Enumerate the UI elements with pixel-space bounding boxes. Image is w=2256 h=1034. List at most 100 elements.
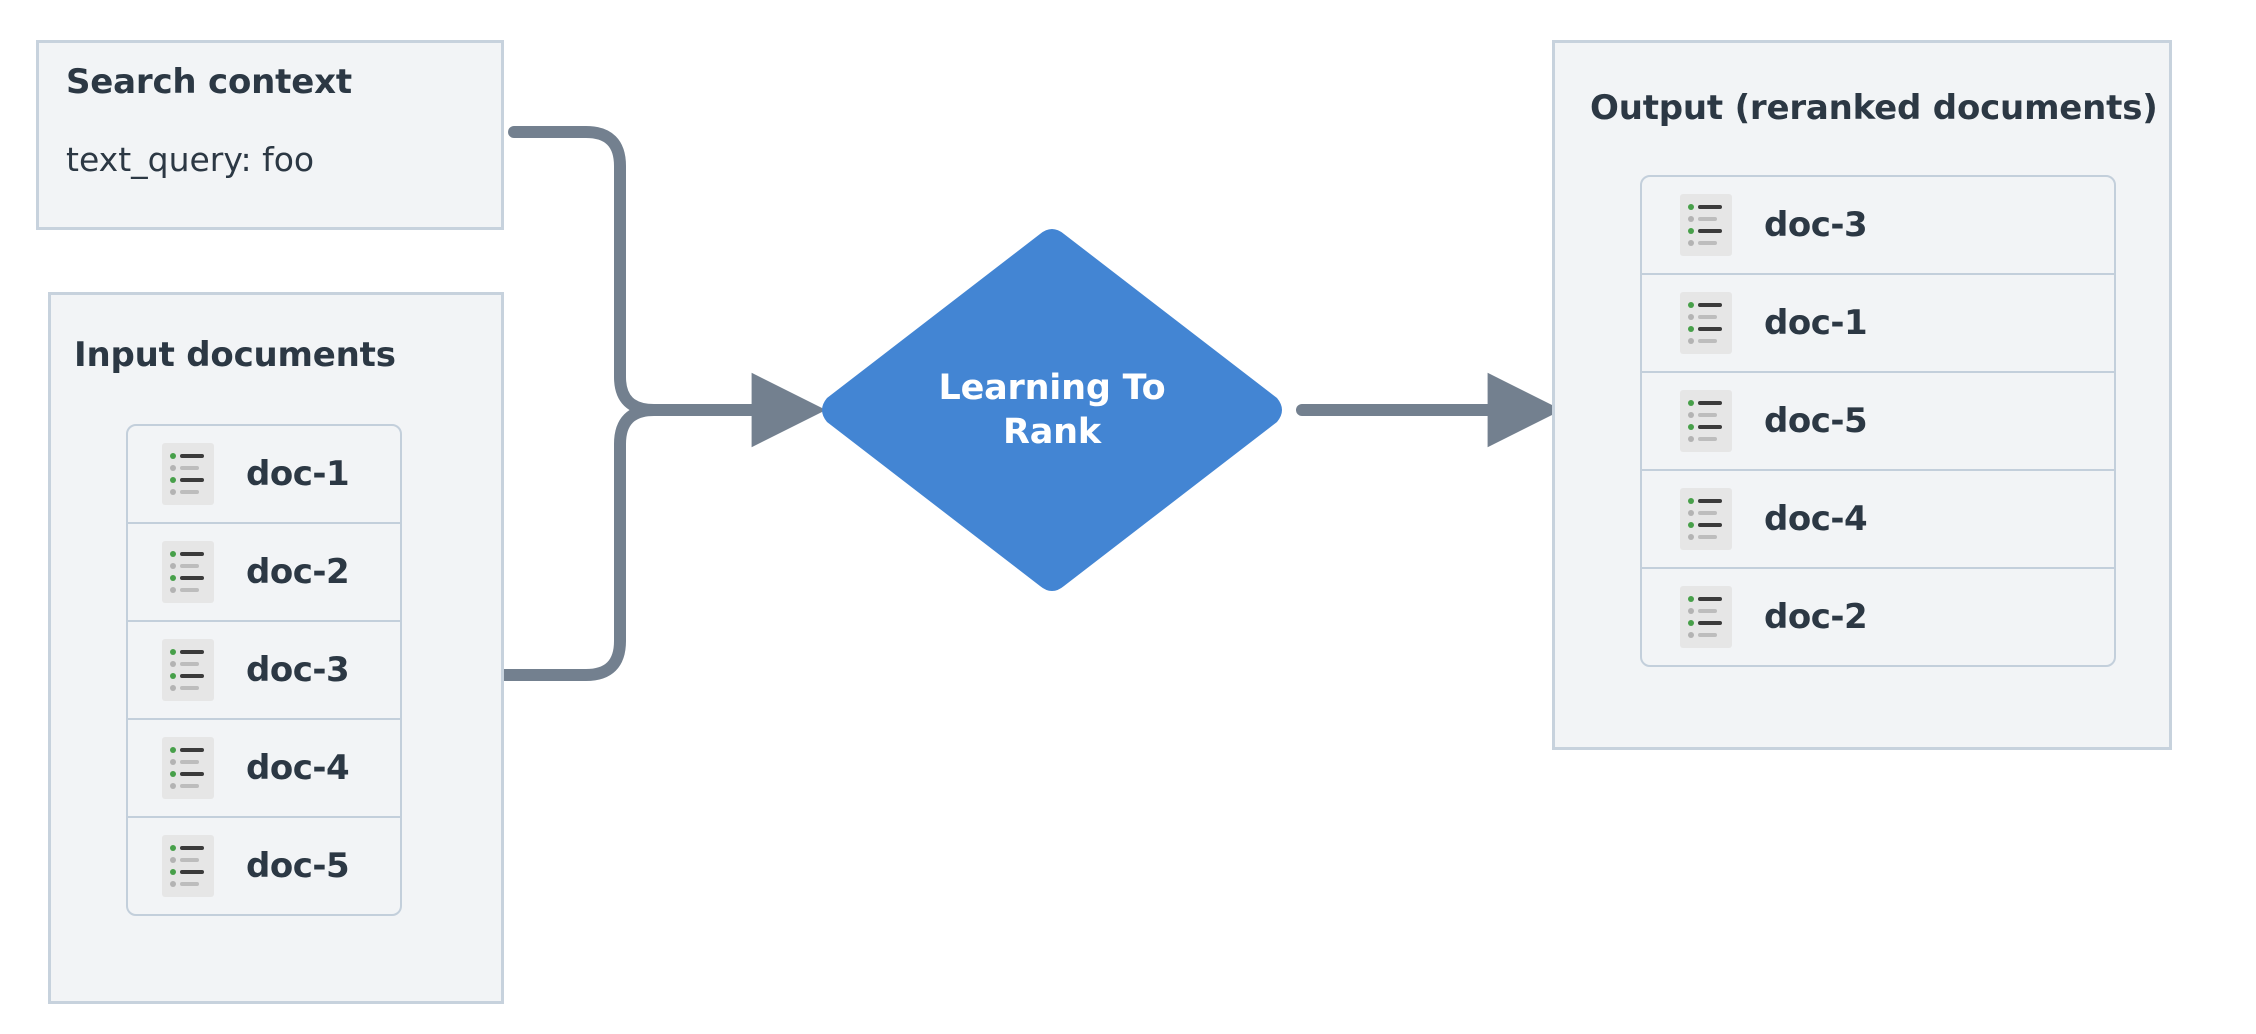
document-list-icon-bullet: [1688, 240, 1694, 246]
document-list-icon-bar: [180, 478, 204, 482]
document-list-icon-bar: [1698, 523, 1722, 527]
document-list-icon-bar: [1698, 499, 1722, 503]
document-list-icon-bar: [180, 674, 204, 678]
document-list-icon-row: [1688, 608, 1724, 614]
document-list-icon-row: [1688, 204, 1724, 210]
input-document-label: doc-1: [246, 454, 350, 494]
document-list-icon-bullet: [1688, 412, 1694, 418]
input-document-row[interactable]: doc-5: [126, 816, 402, 916]
document-list-icon: [1680, 390, 1732, 452]
document-list-icon-bar: [180, 870, 204, 874]
document-list-icon-row: [1688, 510, 1724, 516]
document-list-icon-bullet: [170, 673, 176, 679]
input-documents-title: Input documents: [74, 335, 396, 375]
document-list-icon-row: [1688, 498, 1724, 504]
output-document-row[interactable]: doc-3: [1640, 175, 2116, 275]
document-list-icon-row: [170, 747, 206, 753]
document-list-icon-row: [170, 857, 206, 863]
document-list-icon-row: [170, 477, 206, 483]
input-documents-list: doc-1 doc-2 doc-3 doc-4 doc-5: [126, 424, 402, 916]
input-document-row[interactable]: doc-3: [126, 620, 402, 720]
input-document-label: doc-3: [246, 650, 350, 690]
input-document-row[interactable]: doc-4: [126, 718, 402, 818]
document-list-icon-row: [1688, 424, 1724, 430]
document-list-icon-bullet: [170, 661, 176, 667]
document-list-icon-bar: [1698, 205, 1722, 209]
document-list-icon-bullet: [1688, 216, 1694, 222]
document-list-icon-bullet: [1688, 510, 1694, 516]
output-document-row[interactable]: doc-2: [1640, 567, 2116, 667]
input-document-row[interactable]: doc-1: [126, 424, 402, 524]
document-list-icon-bar: [1698, 229, 1722, 233]
document-list-icon-bullet: [1688, 338, 1694, 344]
document-list-icon-bar: [1698, 217, 1717, 221]
output-panel-title: Output (reranked documents): [1590, 88, 2158, 128]
document-list-icon-row: [170, 575, 206, 581]
document-list-icon-row: [1688, 522, 1724, 528]
document-list-icon-bullet: [1688, 596, 1694, 602]
document-list-icon: [162, 443, 214, 505]
document-list-icon-bar: [1698, 511, 1717, 515]
document-list-icon-bar: [180, 662, 199, 666]
document-list-icon-row: [170, 869, 206, 875]
document-list-icon-bar: [180, 588, 199, 592]
document-list-icon-bullet: [170, 783, 176, 789]
document-list-icon-row: [1688, 216, 1724, 222]
document-list-icon-bullet: [1688, 436, 1694, 442]
input-document-row[interactable]: doc-2: [126, 522, 402, 622]
output-document-row[interactable]: doc-1: [1640, 273, 2116, 373]
document-list-icon-row: [170, 685, 206, 691]
output-document-row[interactable]: doc-4: [1640, 469, 2116, 569]
output-document-row[interactable]: doc-5: [1640, 371, 2116, 471]
document-list-icon-bullet: [170, 465, 176, 471]
document-list-icon-row: [1688, 240, 1724, 246]
document-list-icon-bar: [1698, 327, 1722, 331]
document-list-icon-bar: [180, 882, 199, 886]
document-list-icon-bar: [180, 784, 199, 788]
document-list-icon-bar: [180, 454, 204, 458]
document-list-icon-bullet: [170, 869, 176, 875]
document-list-icon: [162, 639, 214, 701]
document-list-icon-bar: [1698, 597, 1722, 601]
process-node-learning-to-rank[interactable]: Learning To Rank: [817, 224, 1287, 596]
document-list-icon: [162, 541, 214, 603]
document-list-icon-bullet: [170, 477, 176, 483]
document-list-icon-bullet: [1688, 314, 1694, 320]
document-list-icon-bar: [1698, 425, 1722, 429]
document-list-icon-row: [1688, 534, 1724, 540]
document-list-icon-bullet: [170, 649, 176, 655]
document-list-icon-bar: [180, 466, 199, 470]
document-list-icon-row: [170, 881, 206, 887]
document-list-icon-bullet: [1688, 326, 1694, 332]
document-list-icon-row: [1688, 326, 1724, 332]
document-list-icon-row: [1688, 314, 1724, 320]
document-list-icon: [1680, 488, 1732, 550]
document-list-icon-bullet: [170, 587, 176, 593]
search-context-title: Search context: [66, 62, 352, 102]
output-document-label: doc-4: [1764, 499, 1868, 539]
document-list-icon: [162, 835, 214, 897]
document-list-icon-bullet: [170, 845, 176, 851]
output-document-label: doc-1: [1764, 303, 1868, 343]
output-documents-list: doc-3 doc-1 doc-5 doc-4 doc-2: [1640, 175, 2116, 667]
document-list-icon-bullet: [1688, 632, 1694, 638]
document-list-icon-bullet: [170, 747, 176, 753]
connector-search-context-to-node: [508, 126, 786, 416]
input-document-label: doc-5: [246, 846, 350, 886]
document-list-icon-bullet: [170, 685, 176, 691]
document-list-icon-row: [170, 587, 206, 593]
document-list-icon-bullet: [170, 759, 176, 765]
document-list-icon: [1680, 586, 1732, 648]
document-list-icon-row: [170, 563, 206, 569]
document-list-icon-row: [1688, 436, 1724, 442]
input-document-label: doc-2: [246, 552, 350, 592]
document-list-icon-bar: [1698, 303, 1722, 307]
document-list-icon-bar: [1698, 621, 1722, 625]
document-list-icon-row: [170, 489, 206, 495]
document-list-icon-bullet: [1688, 620, 1694, 626]
document-list-icon-bullet: [170, 551, 176, 557]
document-list-icon-bullet: [1688, 424, 1694, 430]
document-list-icon-bullet: [170, 453, 176, 459]
document-list-icon-row: [1688, 596, 1724, 602]
document-list-icon-row: [170, 661, 206, 667]
